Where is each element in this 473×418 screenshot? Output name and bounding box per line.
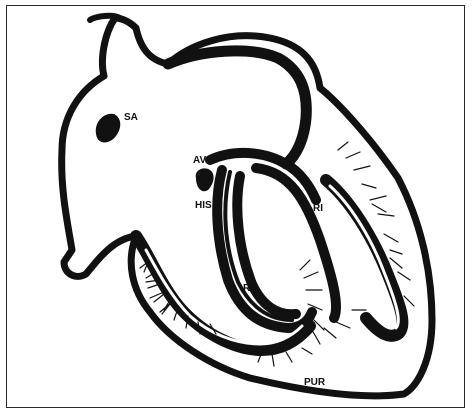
vena-cava-ring xyxy=(90,16,120,20)
his-label: HIS xyxy=(195,200,212,211)
sa-label: SA xyxy=(124,112,138,123)
av-node xyxy=(196,168,214,191)
rd-label: RD xyxy=(243,283,257,294)
sa-node xyxy=(96,114,121,143)
pur-label: PUR xyxy=(304,377,326,388)
av-label: AV xyxy=(193,155,206,166)
ri-label: RI xyxy=(313,203,323,214)
aortic-arch xyxy=(168,51,306,164)
right-ventricle-wall xyxy=(256,168,336,318)
